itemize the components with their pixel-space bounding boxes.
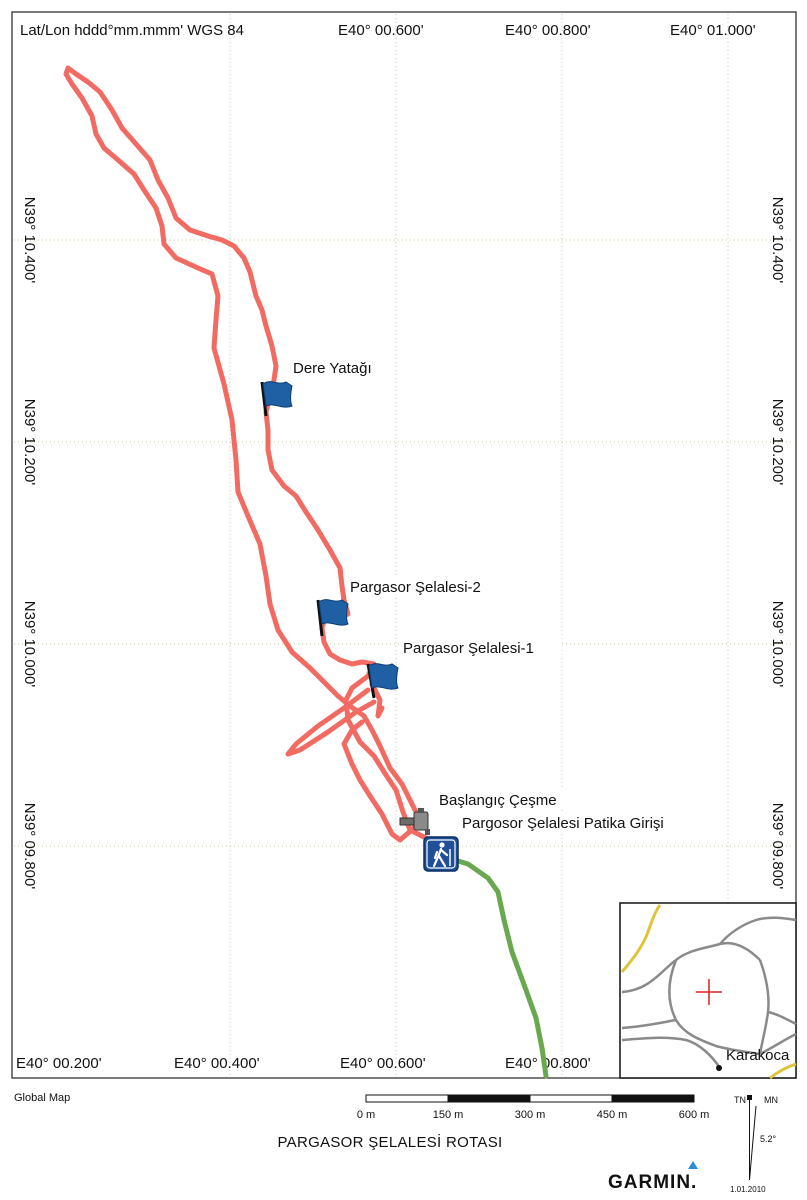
waypoint-pargasor-selalesi-1[interactable]: Pargasor Şelalesi-1 [366, 637, 562, 699]
right-lat-label: N39° 09.800' [769, 803, 786, 890]
left-lat-label: N39° 09.800' [21, 803, 38, 890]
scale-label: 450 m [597, 1109, 628, 1121]
waypoint-baslangic-cesme[interactable]: Başlangıç Çeşme [399, 789, 594, 835]
scale-label: 150 m [433, 1109, 464, 1121]
waypoint-label: Başlangıç Çeşme [439, 792, 557, 809]
brand-logo: GARMIN. [608, 1172, 698, 1193]
map-source: Global Map [14, 1092, 71, 1104]
waypoint-label: Pargasor Şelalesi-1 [403, 640, 534, 657]
flag-icon [366, 663, 399, 699]
right-lat-label: N39° 10.400' [769, 197, 786, 284]
grid [14, 14, 794, 1076]
waypoint-patika-girisi[interactable]: Pargosor Şelalesi Patika Girişi [423, 812, 709, 872]
brand-triangle-icon [688, 1161, 698, 1169]
top-lon-label: E40° 00.600' [338, 22, 424, 39]
top-lon-label: E40° 01.000' [670, 22, 756, 39]
waypoint-label: Dere Yatağı [293, 360, 372, 377]
scale-label: 600 m [679, 1109, 710, 1121]
waypoint-dere-yatagi[interactable]: Dere Yatağı [260, 358, 372, 417]
declination-label: 5.2° [760, 1134, 777, 1144]
bottom-lon-label: E40° 00.200' [16, 1055, 102, 1072]
coord-format-label: Lat/Lon hddd°mm.mmm' WGS 84 [20, 22, 244, 39]
approach-track [445, 855, 549, 1079]
right-lat-label: N39° 10.200' [769, 399, 786, 486]
left-lat-label: N39° 10.400' [21, 197, 38, 284]
left-lat-label: N39° 10.200' [21, 399, 38, 486]
flag-icon [260, 381, 293, 417]
magnetic-north-label: MN [764, 1095, 778, 1105]
hiker-icon [423, 836, 459, 872]
waypoint-label: Pargasor Şelalesi-2 [350, 579, 481, 596]
scale-label: 0 m [357, 1109, 375, 1121]
bottom-lon-label: E40° 00.400' [174, 1055, 260, 1072]
water-tap-icon [399, 808, 430, 835]
left-lat-label: N39° 10.000' [21, 601, 38, 688]
true-north-label: TN [734, 1095, 746, 1105]
top-lon-label: E40° 00.800' [505, 22, 591, 39]
overview-inset: Karakoca [619, 902, 797, 1080]
scale-label: 300 m [515, 1109, 546, 1121]
hiking-track [63, 65, 433, 843]
bottom-lon-label: E40° 00.800' [505, 1055, 591, 1072]
waypoint-pargasor-selalesi-2[interactable]: Pargasor Şelalesi-2 [316, 577, 509, 637]
bottom-lon-label: E40° 00.600' [340, 1055, 426, 1072]
waypoint-label: Pargosor Şelalesi Patika Girişi [462, 815, 664, 832]
north-arrow: TN MN 5.2° 1.01.2010 [730, 1095, 778, 1194]
scale-bar: 0 m 150 m 300 m 450 m 600 m [357, 1094, 710, 1121]
right-lat-label: N39° 10.000' [769, 601, 786, 688]
map-title: PARGASOR ŞELALESİ ROTASI [277, 1134, 503, 1151]
inset-place-label: Karakoca [726, 1047, 790, 1064]
declination-date: 1.01.2010 [730, 1185, 766, 1194]
flag-icon [316, 599, 349, 637]
